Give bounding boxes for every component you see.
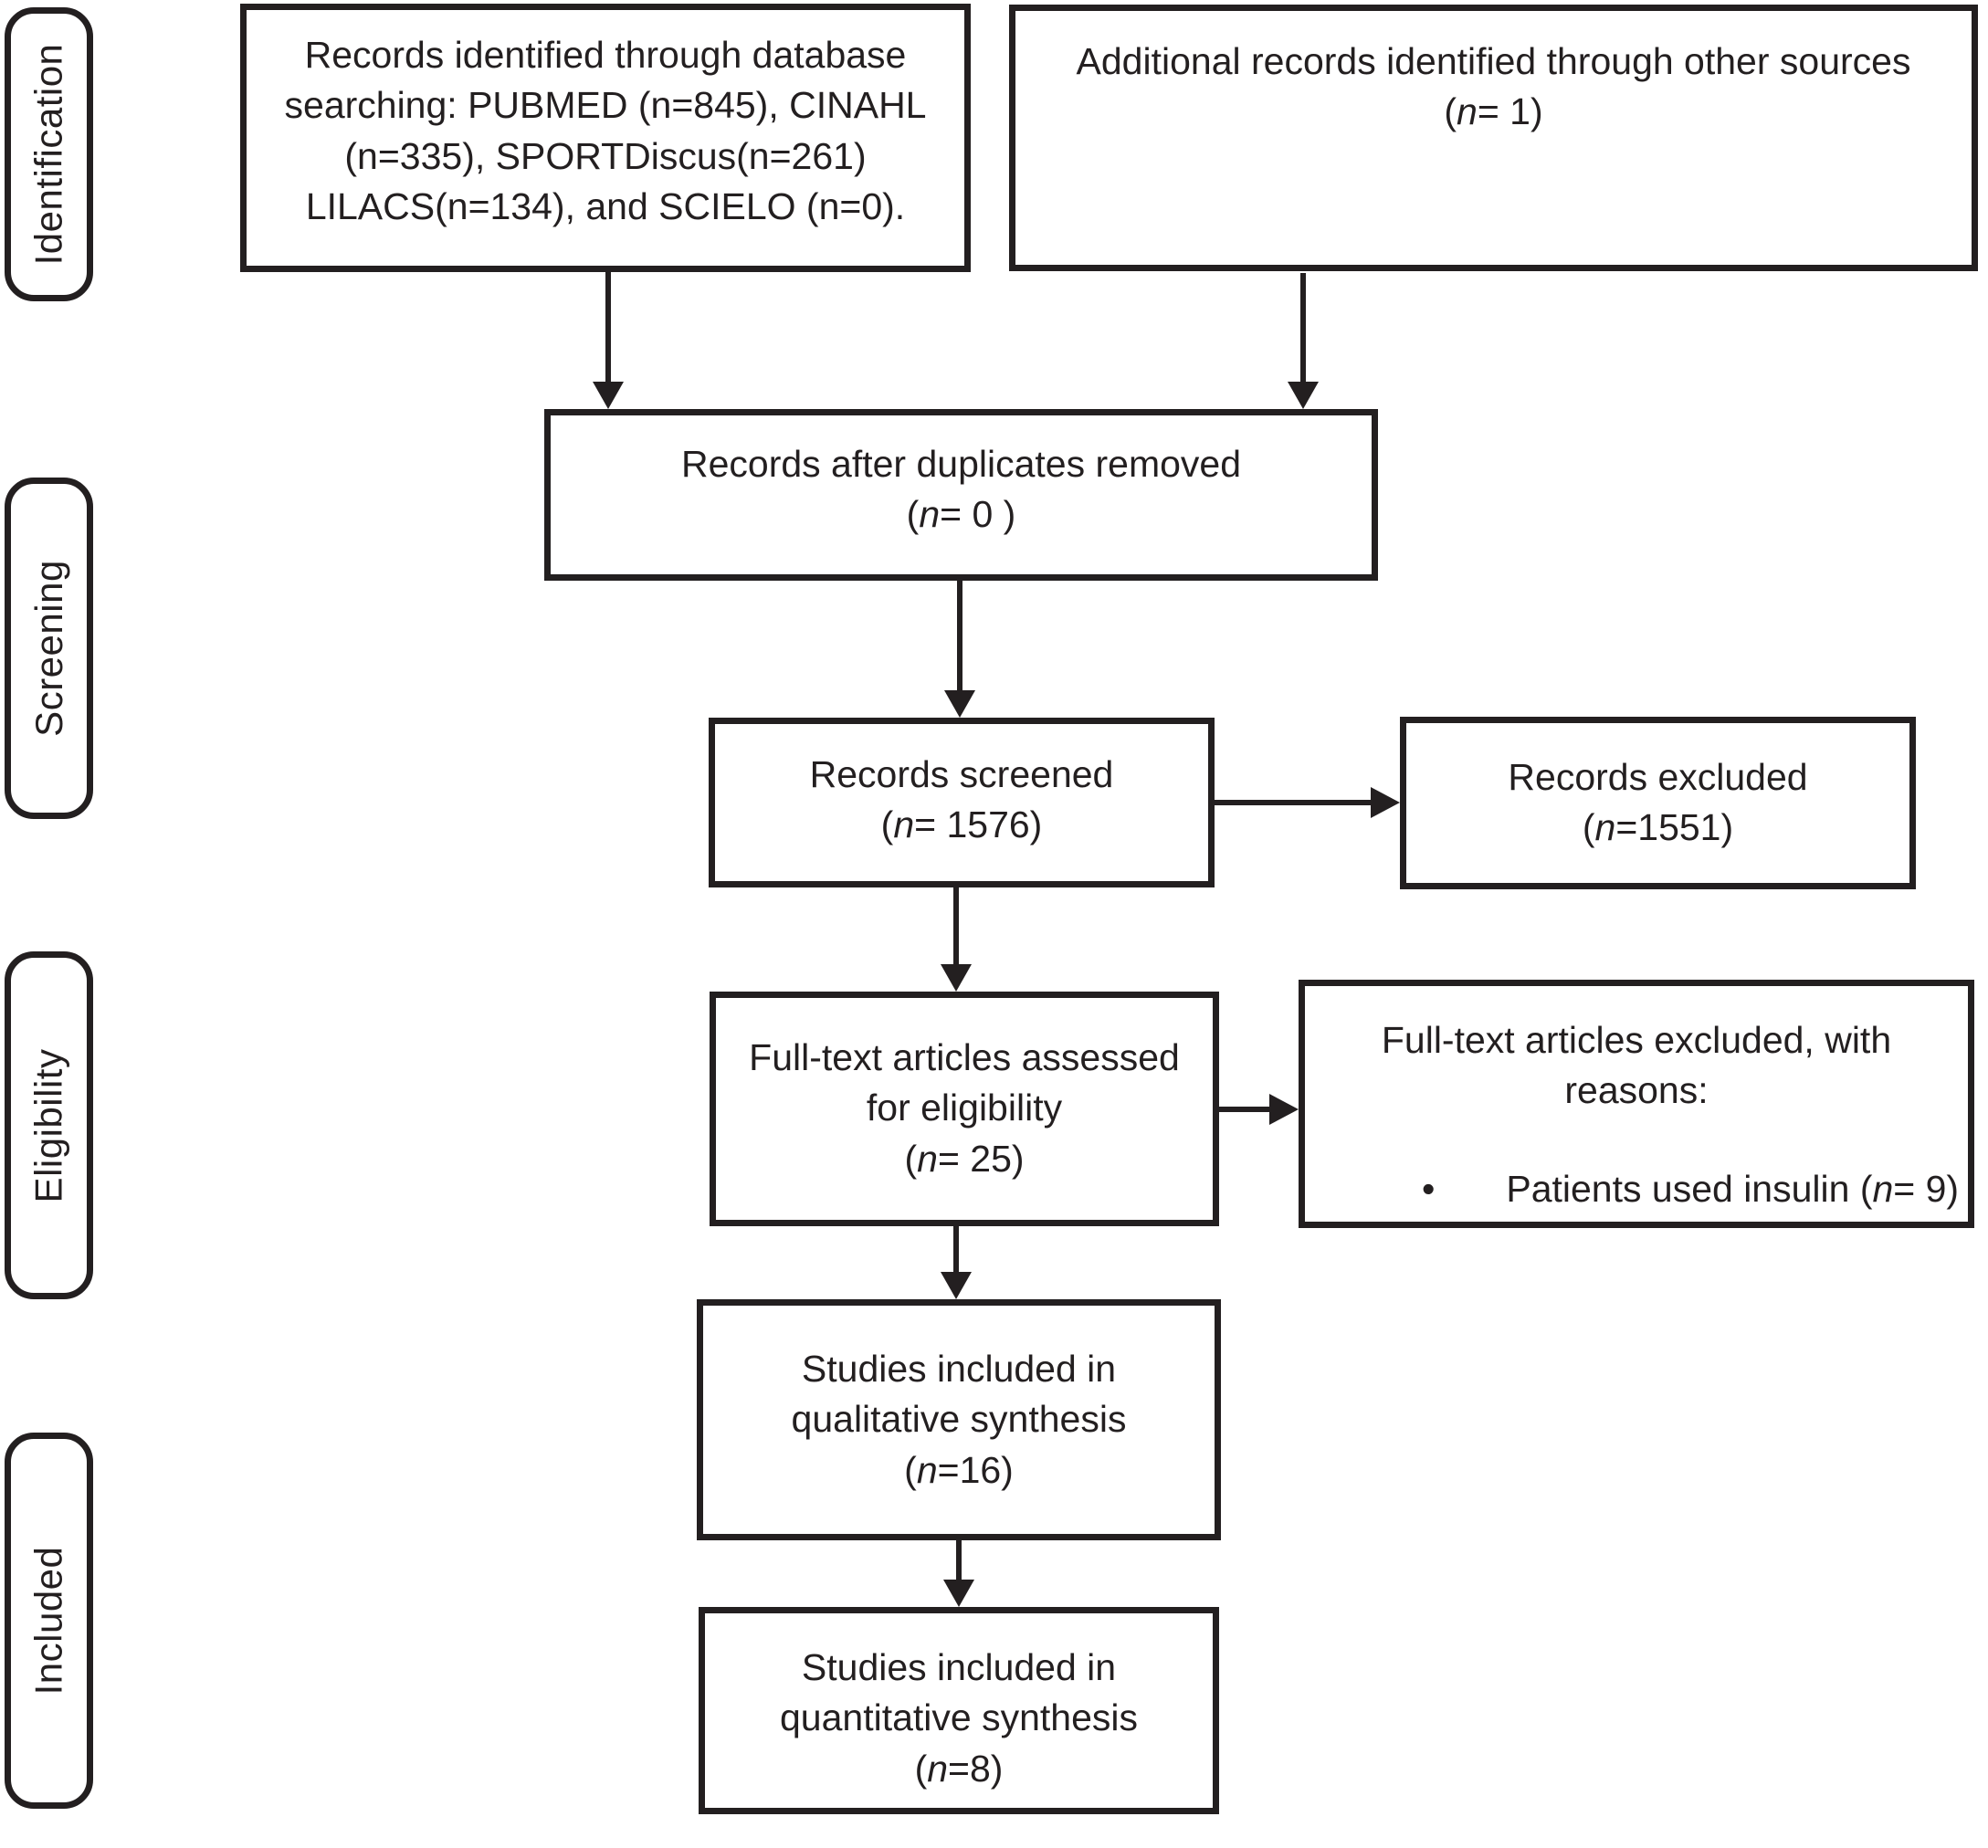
arrow-database-to-duplicates-head <box>593 382 624 409</box>
box-text-line: for eligibility <box>866 1087 1063 1129</box>
box-qualitative-synthesis: Studies included in qualitative synthesi… <box>697 1299 1221 1540</box>
arrow-screened-to-excluded-line <box>1215 800 1373 805</box>
box-text-line: qualitative synthesis <box>791 1398 1127 1441</box>
box-text-line: Records identified through database <box>304 34 907 76</box>
box-count-line: (n=8) <box>914 1747 1004 1790</box>
stage-label-included-text: Included <box>26 1546 70 1696</box>
box-fulltext-excluded-reasons: Full-text articles excluded, with reason… <box>1299 980 1974 1228</box>
box-additional-records: Additional records identified through ot… <box>1009 5 1978 271</box>
arrow-duplicates-to-screened-head <box>944 690 975 718</box>
box-text-line: Records screened <box>809 753 1114 795</box>
box-count-line: (n= 25) <box>904 1137 1025 1180</box>
box-records-excluded: Records excluded (n=1551) <box>1400 717 1916 889</box>
arrow-database-to-duplicates-line <box>605 271 611 384</box>
box-quantitative-synthesis: Studies included in quantitative synthes… <box>699 1607 1219 1814</box>
box-text-line: Studies included in <box>801 1348 1117 1390</box>
arrow-screened-to-excluded-head <box>1371 787 1400 818</box>
stage-label-included: Included <box>5 1433 93 1809</box>
arrow-fulltext-to-qualitative-head <box>941 1272 972 1299</box>
box-text-line: Studies included in <box>801 1646 1117 1688</box>
arrow-fulltext-to-reasons-head <box>1269 1094 1299 1125</box>
box-text-line: searching: PUBMED (n=845), CINAHL <box>284 84 927 127</box>
box-text-line: Records excluded <box>1508 756 1808 798</box>
bullet-icon: • <box>1422 1167 1436 1210</box>
stage-label-identification: Identification <box>5 7 93 301</box>
arrow-fulltext-to-reasons-line <box>1219 1107 1271 1112</box>
stage-label-eligibility-text: Eligibility <box>26 1048 70 1202</box>
arrow-fulltext-to-qualitative-line <box>953 1226 959 1275</box>
box-records-identified-database: Records identified through database sear… <box>240 4 971 272</box>
box-text-line: LILACS(n=134), and SCIELO (n=0). <box>305 185 906 228</box>
stage-label-screening: Screening <box>5 478 93 819</box>
box-count-line: (n= 0 ) <box>906 493 1016 536</box>
arrow-additional-to-duplicates-head <box>1288 382 1319 409</box>
exclusion-reason-item: • Patients used insulin (n= 9) <box>1305 1164 1968 1214</box>
box-records-screened: Records screened (n= 1576) <box>709 718 1215 887</box>
box-count-line: (n= 1576) <box>880 803 1043 846</box>
stage-label-screening-text: Screening <box>26 560 70 737</box>
box-text-line: Full-text articles excluded, with <box>1381 1019 1892 1061</box>
arrow-qualitative-to-quantitative-head <box>943 1580 974 1607</box>
box-count-line: (n=16) <box>904 1448 1014 1491</box>
box-count-line: (n=1551) <box>1582 806 1734 849</box>
exclusion-reason-text: Patients used insulin (n= 9) <box>1506 1167 1960 1210</box>
box-text-line: reasons: <box>1564 1069 1709 1112</box>
stage-label-eligibility: Eligibility <box>5 951 93 1299</box>
box-text-line: Full-text articles assessed <box>749 1036 1180 1078</box>
arrow-screened-to-fulltext-head <box>941 964 972 992</box>
box-text-line: (n=335), SPORTDiscus(n=261) <box>344 134 867 177</box>
box-fulltext-assessed: Full-text articles assessed for eligibil… <box>710 992 1219 1226</box>
box-text-line: Additional records identified through ot… <box>1076 40 1911 82</box>
box-text-line: Records after duplicates removed <box>680 443 1242 485</box>
arrow-qualitative-to-quantitative-line <box>956 1540 962 1582</box>
box-duplicates-removed: Records after duplicates removed (n= 0 ) <box>544 409 1378 581</box>
box-text-line: quantitative synthesis <box>779 1696 1138 1739</box>
stage-label-identification-text: Identification <box>26 43 70 266</box>
box-count-line: (n= 1) <box>1444 90 1543 133</box>
arrow-additional-to-duplicates-line <box>1300 273 1306 384</box>
arrow-screened-to-fulltext-line <box>953 887 959 967</box>
arrow-duplicates-to-screened-line <box>957 581 962 693</box>
